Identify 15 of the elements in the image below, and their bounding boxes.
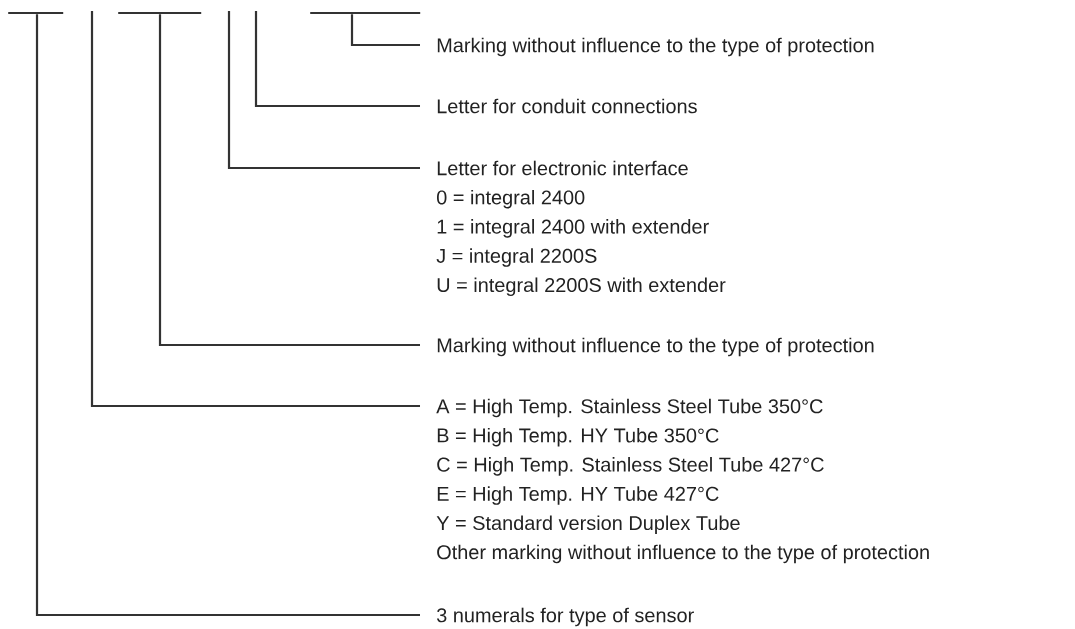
leader-line — [158, 14, 420, 347]
legend-text: Marking without influence to the type of protection — [437, 337, 874, 357]
legend-text: Letter for conduit connections — [437, 98, 697, 114]
leader-line — [90, 11, 420, 408]
leader-line — [254, 11, 420, 108]
legend-text: 3 numerals for type of sensor — [436, 607, 694, 627]
leader-line — [35, 14, 420, 617]
code-blank — [310, 11, 421, 15]
leader-line — [350, 14, 420, 47]
leader-line — [227, 11, 420, 170]
legend-text: A = High Temp. Stainless Steel Tube 350°C B = High Temp. HY Tube 350°C C = High Temp. Stainless Steel Tube 427°C E = High Temp. HY Tube 427°C Y = Standard version Duplex Tube Other marking without influence to the type of protection — [436, 398, 929, 564]
legend-text: Marking without influence to the type of protection — [437, 37, 874, 57]
code-blank — [8, 11, 64, 15]
code-blank — [118, 11, 202, 15]
legend-text: Letter for electronic interface 0 = integral 2400 1 = integral 2400 with extender J = integral 2200S U = integral 2200S with extender — [436, 160, 726, 297]
